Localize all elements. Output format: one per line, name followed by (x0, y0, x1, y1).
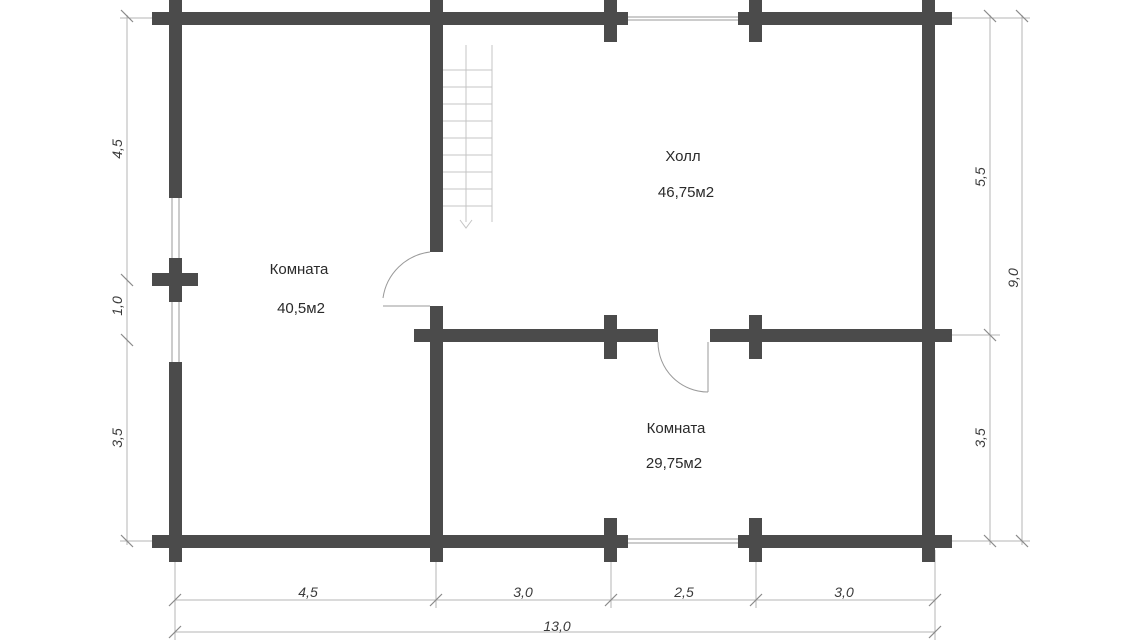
dim-bottom-1: 4,5 (298, 584, 318, 600)
dim-right-1: 5,5 (972, 167, 988, 187)
dim-left-3: 3,5 (109, 428, 125, 448)
room-hall-name: Холл (665, 148, 700, 165)
room-bottom-name: Комната (647, 420, 706, 437)
door-swing-left (382, 251, 431, 299)
staircase (443, 45, 493, 229)
dim-right-2: 3,5 (972, 428, 988, 448)
dim-bottom-4: 3,0 (834, 584, 854, 600)
room-hall-area: 46,75м2 (658, 184, 714, 201)
dim-overall-width: 13,0 (543, 618, 570, 634)
dim-left-2: 1,0 (109, 296, 125, 316)
room-left-area: 40,5м2 (277, 300, 325, 317)
openings (171, 16, 738, 544)
dim-left-1: 4,5 (109, 139, 125, 159)
door-swing-middle (657, 341, 709, 393)
dim-bottom-3: 2,5 (673, 584, 694, 600)
room-left-name: Комната (270, 261, 329, 278)
dim-bottom-2: 3,0 (513, 584, 533, 600)
room-bottom-area: 29,75м2 (646, 455, 702, 472)
dim-overall-height: 9,0 (1005, 268, 1021, 288)
walls (152, 0, 952, 562)
